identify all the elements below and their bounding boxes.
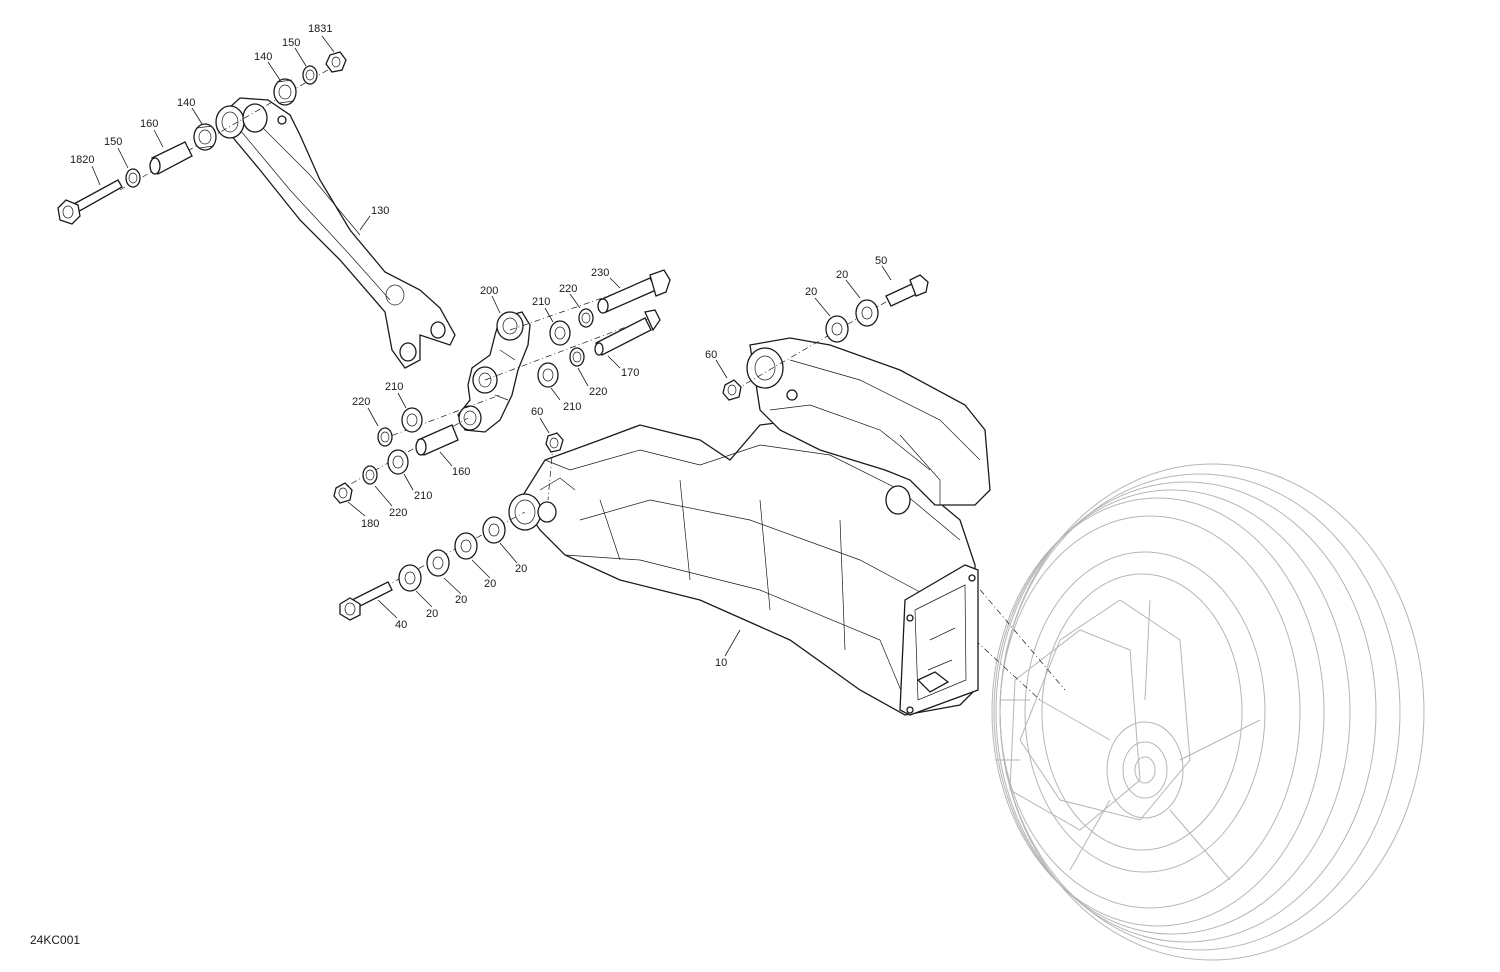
callout-20: 20 (455, 594, 467, 606)
callout-60: 60 (531, 406, 543, 418)
callout-140: 140 (254, 51, 272, 63)
diagram-code: 24KC001 (30, 933, 80, 947)
callout-160: 160 (452, 466, 470, 478)
pivot-hardware (339, 511, 526, 621)
callout-20: 20 (836, 269, 848, 281)
callout-210: 210 (532, 296, 550, 308)
callout-220: 220 (352, 396, 370, 408)
nut-60-mid (545, 432, 564, 501)
callout-180: 180 (361, 518, 379, 530)
callout-220: 220 (559, 283, 577, 295)
saddle-hardware (722, 274, 929, 401)
callout-1820: 1820 (70, 154, 94, 166)
callout-170: 170 (621, 367, 639, 379)
callout-20: 20 (515, 563, 527, 575)
callout-20: 20 (484, 578, 496, 590)
callout-50: 50 (875, 255, 887, 267)
callout-60: 60 (705, 349, 717, 361)
swing-arm-body (508, 337, 991, 716)
rear-wheel-ghost (991, 463, 1425, 961)
callout-210: 210 (563, 401, 581, 413)
callout-10: 10 (715, 657, 727, 669)
callout-160: 160 (140, 118, 158, 130)
leader-lines (91, 35, 892, 657)
callout-230: 230 (591, 267, 609, 279)
callout-40: 40 (395, 619, 407, 631)
callout-1831: 1831 (308, 23, 332, 35)
callout-220: 220 (389, 507, 407, 519)
callout-labels: 1831 150 140 140 160 150 1820 130 200 23… (70, 23, 887, 669)
callout-150: 150 (104, 136, 122, 148)
upper-link-hardware (57, 51, 347, 225)
rocker-bracket-200 (457, 311, 531, 433)
callout-20: 20 (426, 608, 438, 620)
rocker-lower-hardware (333, 394, 501, 504)
callout-150: 150 (282, 37, 300, 49)
callout-220: 220 (589, 386, 607, 398)
callout-200: 200 (480, 285, 498, 297)
callout-20: 20 (805, 286, 817, 298)
callout-210: 210 (385, 381, 403, 393)
callout-140: 140 (177, 97, 195, 109)
callout-210: 210 (414, 490, 432, 502)
link-arm-130 (215, 97, 456, 369)
rocker-upper-hardware (484, 269, 671, 388)
callout-130: 130 (371, 205, 389, 217)
